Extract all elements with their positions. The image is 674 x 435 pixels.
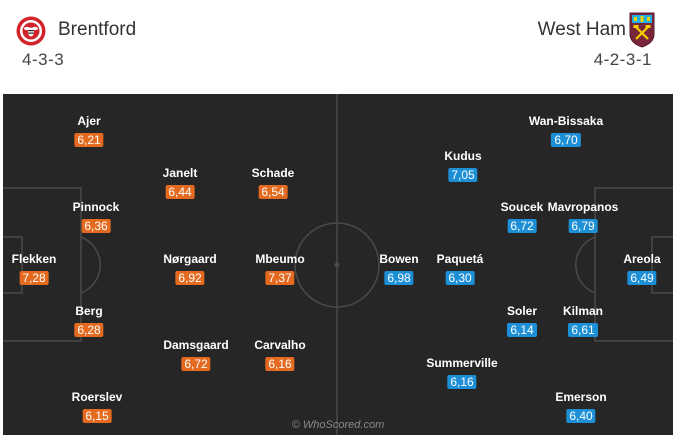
player-roerslev[interactable]: Roerslev 6,15 [71,390,123,425]
home-formation: 4-3-3 [22,50,65,69]
player-name: Janelt [162,166,198,180]
player-schade[interactable]: Schade 6,54 [251,166,295,201]
player-name: Summerville [426,356,498,370]
whoscored-watermark: © WhoScored.com [291,419,385,431]
player-ajer[interactable]: Ajer 6,21 [74,114,104,149]
player-mbeumo[interactable]: Mbeumo 7,37 [255,252,305,287]
player-rating: 6,16 [447,375,477,389]
away-formation: 4-2-3-1 [593,50,652,69]
home-team-name[interactable]: Brentford [58,19,137,40]
player-name: Soler [506,304,538,318]
player-name: Mavropanos [547,200,619,214]
player-rating: 6,28 [74,323,104,337]
player-name: Pinnock [72,200,120,214]
player-rating: 6,15 [82,409,112,423]
player-name: Bowen [379,252,419,266]
player-rating: 6,98 [384,271,414,285]
player-name: Nørgaard [163,252,217,266]
player-name: Mbeumo [255,252,305,266]
player-berg[interactable]: Berg 6,28 [74,304,104,339]
pitch: Ajer 6,21 Janelt 6,44 Schade 6,54 Pinnoc… [3,94,673,435]
match-header: Brentford 4-3-3 West Ham 4-2-3-1 [0,0,674,92]
player-name: Wan-Bissaka [528,114,604,128]
pitch-markings [3,94,673,435]
player-kudus[interactable]: Kudus 7,05 [444,149,482,184]
away-team-name[interactable]: West Ham [537,19,626,40]
player-areola[interactable]: Areola 6,49 [623,252,661,287]
player-mavropanos[interactable]: Mavropanos 6,79 [547,200,619,235]
player-rating: 6,49 [627,271,657,285]
player-rating: 7,37 [265,271,295,285]
player-norgaard[interactable]: Nørgaard 6,92 [163,252,217,287]
player-paqueta[interactable]: Paquetá 6,30 [436,252,484,287]
player-name: Areola [623,252,661,266]
player-janelt[interactable]: Janelt 6,44 [162,166,198,201]
player-name: Carvalho [254,338,306,352]
player-rating: 6,16 [265,357,295,371]
player-rating: 6,72 [181,357,211,371]
player-rating: 6,36 [81,219,111,233]
player-summerville[interactable]: Summerville 6,16 [426,356,498,391]
player-name: Kilman [562,304,604,318]
brentford-badge-icon [16,16,46,46]
player-name: Berg [75,304,103,318]
player-kilman[interactable]: Kilman 6,61 [563,304,603,339]
player-bowen[interactable]: Bowen 6,98 [379,252,419,287]
player-rating: 6,40 [566,409,596,423]
player-name: Ajer [77,114,101,128]
player-emerson[interactable]: Emerson 6,40 [555,390,607,425]
player-rating: 6,61 [568,323,598,337]
player-name: Roerslev [71,390,123,404]
player-pinnock[interactable]: Pinnock 6,36 [72,200,120,235]
player-rating: 7,28 [19,271,49,285]
player-name: Flekken [11,252,57,266]
player-soucek[interactable]: Soucek 6,72 [500,200,544,235]
player-rating: 7,05 [448,168,478,182]
player-name: Kudus [444,149,482,163]
player-name: Damsgaard [163,338,229,352]
west-ham-badge-icon [629,12,655,48]
player-rating: 6,44 [165,185,195,199]
player-name: Paquetá [436,252,484,266]
player-damsgaard[interactable]: Damsgaard 6,72 [163,338,229,373]
player-rating: 6,92 [175,271,205,285]
player-rating: 6,14 [507,323,537,337]
player-carvalho[interactable]: Carvalho 6,16 [254,338,306,373]
player-rating: 6,79 [568,219,598,233]
player-name: Schade [251,166,295,180]
player-name: Emerson [555,390,607,404]
player-rating: 6,30 [445,271,475,285]
player-rating: 6,70 [551,133,581,147]
player-name: Soucek [500,200,544,214]
player-rating: 6,54 [258,185,288,199]
player-wan-bissaka[interactable]: Wan-Bissaka 6,70 [529,114,603,149]
player-flekken[interactable]: Flekken 7,28 [11,252,57,287]
player-rating: 6,72 [507,219,537,233]
player-soler[interactable]: Soler 6,14 [507,304,537,339]
player-rating: 6,21 [74,133,104,147]
